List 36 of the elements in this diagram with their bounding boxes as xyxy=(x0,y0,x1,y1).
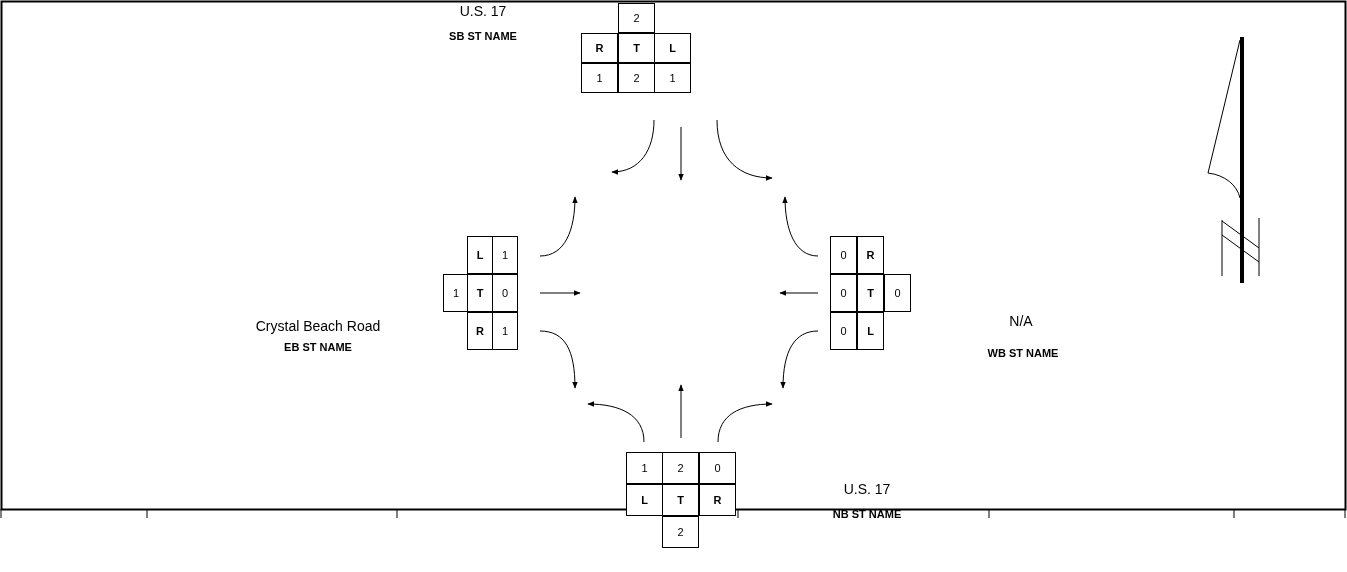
movement-header-cell: R xyxy=(699,484,736,516)
movement-header-cell: T xyxy=(662,484,699,516)
street-name: Crystal Beach Road xyxy=(255,318,381,334)
count-cell: 0 xyxy=(830,274,857,312)
count-cell: 0 xyxy=(830,236,857,274)
count-cell: 1 xyxy=(443,274,469,312)
movement-header-cell: L xyxy=(467,236,493,274)
movement-header-cell: L xyxy=(857,312,884,350)
count-cell: 0 xyxy=(699,452,736,484)
count-cell: 1 xyxy=(654,63,691,93)
approach-label: NB ST NAME xyxy=(832,508,902,520)
movement-header-cell: T xyxy=(467,274,493,312)
count-cell: 1 xyxy=(492,312,518,350)
movement-header-cell: R xyxy=(467,312,493,350)
movement-header-cell: R xyxy=(581,33,618,63)
movement-header-cell: T xyxy=(618,33,655,63)
count-cell: 2 xyxy=(618,3,655,33)
movement-header-cell: L xyxy=(654,33,691,63)
approach-label: SB ST NAME xyxy=(449,30,517,42)
street-name: U.S. 17 xyxy=(843,481,891,497)
street-name: U.S. 17 xyxy=(459,3,507,19)
count-cell: 2 xyxy=(662,516,699,548)
count-cell: 0 xyxy=(492,274,518,312)
movement-header-cell: L xyxy=(626,484,663,516)
count-cell: 1 xyxy=(626,452,663,484)
count-cell: 1 xyxy=(581,63,618,93)
movement-header-cell: R xyxy=(857,236,884,274)
count-cell: 2 xyxy=(618,63,655,93)
count-cell: 2 xyxy=(662,452,699,484)
movement-header-cell: T xyxy=(857,274,884,312)
count-cell: 0 xyxy=(830,312,857,350)
approach-label: WB ST NAME xyxy=(987,347,1059,359)
count-cell: 1 xyxy=(492,236,518,274)
approach-label: EB ST NAME xyxy=(284,341,352,353)
street-name: N/A xyxy=(1009,313,1033,329)
count-cell: 0 xyxy=(884,274,911,312)
